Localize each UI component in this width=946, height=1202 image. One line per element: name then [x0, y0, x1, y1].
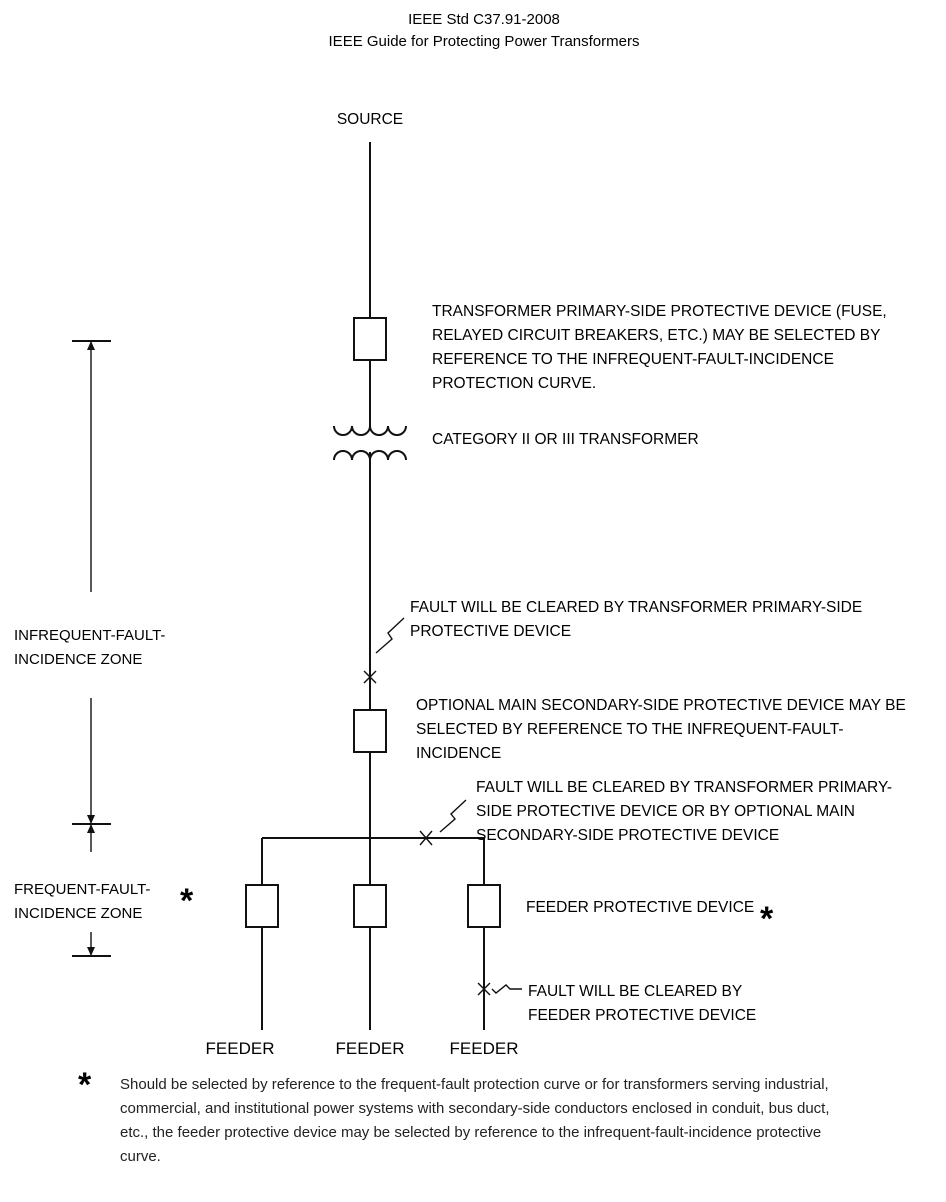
fault-primary-label-line-1: FAULT WILL BE CLEARED BY TRANSFORMER PRI…	[410, 599, 862, 616]
fault-marker-primary	[363, 617, 405, 684]
fault-bus-label-line-1: FAULT WILL BE CLEARED BY TRANSFORMER PRI…	[476, 779, 892, 796]
primary-device-label-line-2: RELAYED CIRCUIT BREAKERS, ETC.) MAY BE S…	[432, 327, 880, 344]
transformer-label: CATEGORY II OR III TRANSFORMER	[432, 431, 699, 448]
fault-feeder-label-line-1: FAULT WILL BE CLEARED BY	[528, 983, 742, 1000]
header-title: IEEE Guide for Protecting Power Transfor…	[329, 33, 640, 50]
footnote-text: Should be selected by reference to the f…	[120, 1076, 830, 1165]
primary-device-label-line-3: REFERENCE TO THE INFREQUENT-FAULT-INCIDE…	[432, 351, 834, 368]
source-label: SOURCE	[337, 111, 403, 128]
primary-protective-device	[353, 317, 387, 361]
secondary-protective-device	[353, 709, 387, 753]
feeder-protective-device-1	[245, 884, 279, 928]
fault-primary-label-line-2: PROTECTIVE DEVICE	[410, 623, 571, 640]
infrequent-zone-dimension	[72, 340, 111, 825]
secondary-device-label-line-3: INCIDENCE	[416, 745, 501, 762]
feeder-device-asterisk: *	[760, 900, 774, 938]
feeder-label-3: FEEDER	[450, 1039, 519, 1058]
feeder-label-2: FEEDER	[336, 1039, 405, 1058]
infrequent-zone-label-line-1: INFREQUENT-FAULT-	[14, 627, 165, 644]
fault-marker-bus	[419, 799, 467, 846]
feeder-2	[353, 838, 387, 1030]
feeder-3	[467, 838, 501, 1030]
primary-device-label-line-4: PROTECTION CURVE.	[432, 375, 596, 392]
fault-bus-label-line-2: SIDE PROTECTIVE DEVICE OR BY OPTIONAL MA…	[476, 803, 855, 820]
secondary-device-label-line-2: SELECTED BY REFERENCE TO THE INFREQUENT-…	[416, 721, 843, 738]
frequent-zone-label-line-2: INCIDENCE ZONE	[14, 905, 142, 922]
feeder-protective-device-3	[467, 884, 501, 928]
fault-bus-label-line-3: SECONDARY-SIDE PROTECTIVE DEVICE	[476, 827, 779, 844]
feeder-device-label: FEEDER PROTECTIVE DEVICE	[526, 899, 754, 916]
fault-feeder-label-line-2: FEEDER PROTECTIVE DEVICE	[528, 1007, 756, 1024]
fault-marker-feeder	[477, 982, 522, 996]
infrequent-zone-label-line-2: INCIDENCE ZONE	[14, 651, 142, 668]
frequent-zone-asterisk: *	[180, 882, 194, 920]
secondary-device-label-line-1: OPTIONAL MAIN SECONDARY-SIDE PROTECTIVE …	[416, 697, 906, 714]
header-standard: IEEE Std C37.91-2008	[408, 11, 560, 28]
feeder-1	[245, 838, 279, 1030]
footnote-asterisk: *	[78, 1066, 92, 1104]
frequent-zone-label-line-1: FREQUENT-FAULT-	[14, 881, 150, 898]
frequent-zone-dimension	[72, 824, 111, 957]
feeder-protective-device-2	[353, 884, 387, 928]
feeder-label-1: FEEDER	[206, 1039, 275, 1058]
primary-device-label-line-1: TRANSFORMER PRIMARY-SIDE PROTECTIVE DEVI…	[432, 303, 887, 320]
